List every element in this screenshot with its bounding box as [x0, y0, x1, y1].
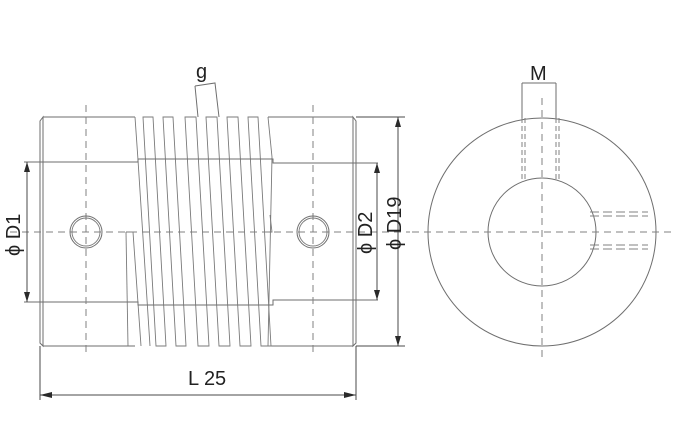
d2-label: ϕ D2 [355, 212, 377, 254]
d1-arrow-bottom-icon [24, 292, 30, 302]
length-arrow-left-icon [40, 392, 52, 398]
d1-label: ϕ D1 [3, 214, 25, 256]
set-screw-label: M [530, 63, 547, 85]
d1-arrow-top-icon [24, 162, 30, 172]
end-view: M [412, 63, 672, 360]
d19-arrow-bottom-icon [395, 336, 401, 346]
d2-arrow-top-icon [374, 163, 380, 173]
left-screw-hole-icon [69, 215, 103, 249]
slit-width-label: g [196, 61, 207, 83]
right-screw-hole-icon [296, 215, 330, 249]
upper-bore-line [24, 158, 378, 164]
d2-arrow-bottom-icon [374, 290, 380, 300]
length-label: L 25 [188, 368, 226, 390]
lower-bore-line [24, 299, 378, 306]
d19-label: ϕ D19 [384, 197, 406, 250]
length-arrow-right-icon [344, 392, 356, 398]
d19-arrow-top-icon [395, 117, 401, 127]
slit-leader [194, 82, 220, 118]
side-view: g ϕ D1 ϕ D2 ϕ D19 L 25 [3, 61, 410, 400]
